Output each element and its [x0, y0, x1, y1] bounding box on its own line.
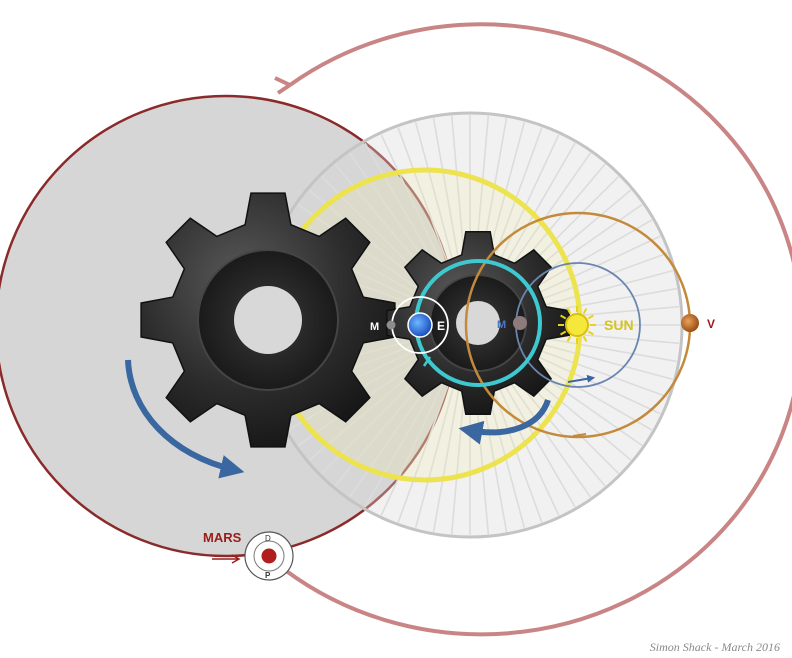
sun-icon: [558, 306, 596, 344]
deimos-label: D: [265, 534, 271, 543]
mars-icon: [244, 531, 294, 581]
sun-ray: [566, 308, 572, 315]
mars-orbit: [274, 22, 792, 637]
mercury-icon: [513, 316, 527, 330]
credit-text: Simon Shack - March 2016: [650, 640, 780, 654]
wheel-spoke: [414, 363, 461, 529]
orbit-arrow: [422, 356, 432, 367]
arrowhead: [231, 554, 241, 564]
gear-icon: [386, 231, 570, 415]
gear-icon: [140, 192, 396, 448]
earth-label: E: [437, 319, 445, 333]
gear-hole: [456, 301, 500, 345]
venus-label: V: [707, 317, 715, 331]
sun-ray: [582, 308, 588, 315]
wheel-spoke: [397, 362, 458, 523]
mercury-label: M: [497, 319, 506, 331]
sun-label: SUN: [604, 317, 634, 333]
orbit-arrow: [567, 374, 596, 383]
sun-ray: [587, 330, 594, 336]
earth-icon: [407, 312, 433, 338]
rotation-arrow: [125, 359, 245, 479]
phobos-label: P: [265, 571, 271, 580]
sun-ray: [582, 335, 588, 342]
sun-ray: [560, 330, 567, 336]
gear-hole: [234, 286, 302, 354]
wheel-spoke: [297, 203, 438, 303]
moon-icon: [386, 320, 396, 330]
venus-icon: [681, 314, 699, 332]
rotation-arrow: [458, 398, 551, 445]
mars-label: MARS: [203, 530, 242, 545]
wheel-spoke: [380, 360, 454, 516]
orbit-arrow: [572, 433, 587, 437]
moon-label: M: [370, 321, 379, 333]
sun-ray: [587, 314, 594, 320]
sun-ray: [560, 314, 567, 320]
sun-ray: [566, 335, 572, 342]
wheel-spoke: [432, 364, 464, 532]
